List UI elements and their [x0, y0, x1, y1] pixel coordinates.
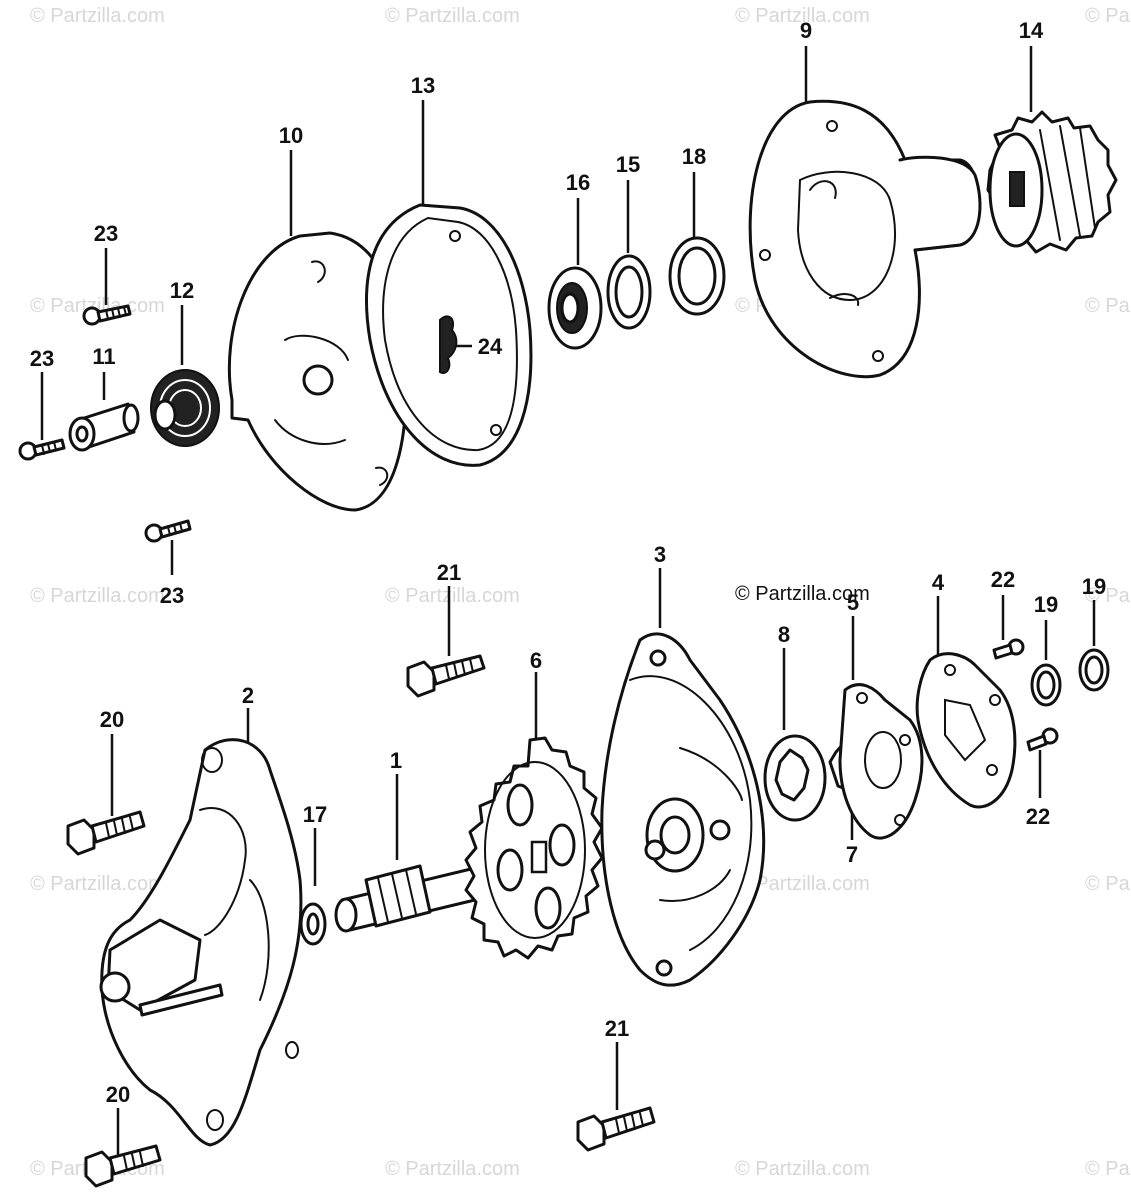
part-3-pump-cover[interactable]	[600, 568, 766, 987]
part-20-bolt-lower[interactable]	[84, 1108, 162, 1188]
part-19-oring-a[interactable]	[1030, 620, 1062, 707]
callout-13: 13	[411, 73, 435, 98]
callout-10: 10	[279, 123, 303, 148]
part-11-pin[interactable]	[68, 372, 140, 452]
callout-22-b: 22	[1026, 804, 1050, 829]
watermark: © Partzilla.com	[735, 873, 870, 895]
callout-5: 5	[847, 590, 859, 615]
part-5-plate[interactable]	[838, 616, 924, 840]
part-8-outer-rotor[interactable]	[763, 648, 827, 822]
watermark: © Partzilla.com	[735, 1158, 870, 1180]
part-12-valve[interactable]	[150, 305, 220, 447]
callout-20-b: 20	[106, 1082, 130, 1107]
callout-21-a: 21	[437, 560, 461, 585]
copyright-text: © Partzilla.com	[735, 583, 870, 605]
callout-15: 15	[616, 152, 640, 177]
callout-8: 8	[778, 622, 790, 647]
callout-16: 16	[566, 170, 590, 195]
part-23-screw-left[interactable]	[18, 372, 66, 461]
watermark: © Partzilla.com	[1085, 1158, 1131, 1180]
callout-19-b: 19	[1082, 574, 1106, 599]
part-20-bolt-upper[interactable]	[66, 734, 146, 856]
callout-21-b: 21	[605, 1016, 629, 1041]
part-22-screw-lower[interactable]	[1026, 727, 1059, 798]
part-15-washer[interactable]	[606, 180, 652, 330]
part-10-cover[interactable]	[227, 150, 408, 512]
part-23-screw-upper[interactable]	[82, 248, 132, 326]
watermark: © Partzilla.com	[385, 1158, 520, 1180]
part-14-gear[interactable]	[986, 46, 1118, 254]
callout-7: 7	[846, 842, 858, 867]
callout-9: 9	[800, 18, 812, 43]
watermark: © Partzilla.com	[385, 585, 520, 607]
part-23-screw-lower[interactable]	[144, 519, 192, 575]
callout-14: 14	[1019, 18, 1044, 43]
watermark: © Partzilla.com	[30, 5, 165, 27]
watermark: © Partzilla.com	[735, 5, 870, 27]
part-6-gear[interactable]	[464, 672, 604, 960]
part-4-plate[interactable]	[915, 596, 1017, 809]
callout-17: 17	[303, 802, 327, 827]
watermark: © Partzilla.com	[30, 585, 165, 607]
part-1-shaft[interactable]	[334, 774, 510, 933]
callout-4: 4	[932, 570, 945, 595]
part-16-seal[interactable]	[547, 198, 603, 350]
callout-12: 12	[170, 278, 194, 303]
part-9-housing[interactable]	[748, 46, 982, 379]
callout-24: 24	[478, 334, 503, 359]
part-21-bolt-lower[interactable]	[576, 1042, 656, 1152]
callout-11: 11	[92, 344, 115, 369]
callout-labels: 1 2 3 4 5 6 7 8 9 10 11 12 13 14 15 16 1…	[30, 18, 1106, 1107]
part-18-washer[interactable]	[668, 172, 726, 316]
part-2-pump-body[interactable]	[99, 708, 303, 1147]
watermark: © Partzilla.com	[1085, 585, 1131, 607]
part-19-oring-b[interactable]	[1078, 600, 1110, 692]
callout-23-b: 23	[30, 346, 54, 371]
callout-1: 1	[390, 748, 402, 773]
callout-23-c: 23	[160, 583, 184, 608]
part-21-bolt-upper[interactable]	[406, 586, 486, 698]
callout-22-a: 22	[991, 567, 1015, 592]
part-24-key[interactable]	[439, 315, 472, 374]
watermark: © Partzilla.com	[30, 295, 165, 317]
watermark: © Partzilla.com	[30, 873, 165, 895]
watermark: © Partzilla.com	[385, 5, 520, 27]
callout-2: 2	[242, 683, 254, 708]
watermark: © Partzilla.com	[1085, 5, 1131, 27]
watermark: © Partzilla.com	[1085, 873, 1131, 895]
callout-18: 18	[682, 144, 706, 169]
callout-20-a: 20	[100, 707, 124, 732]
watermark: © Partzilla.com	[1085, 295, 1131, 317]
callout-3: 3	[654, 542, 666, 567]
callout-23-a: 23	[94, 221, 118, 246]
part-17-washer[interactable]	[299, 828, 327, 946]
part-22-screw-upper[interactable]	[992, 595, 1025, 660]
callout-6: 6	[530, 648, 542, 673]
callout-19-a: 19	[1034, 592, 1058, 617]
